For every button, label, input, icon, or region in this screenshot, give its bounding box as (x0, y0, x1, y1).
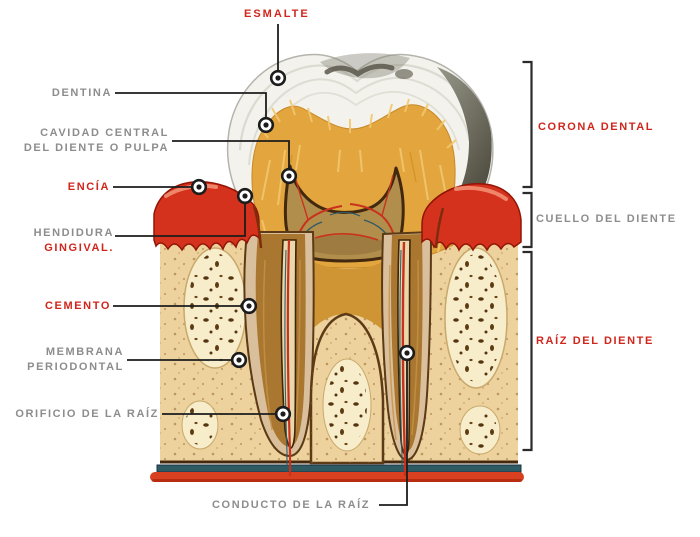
label-cemento: CEMENTO (44, 300, 111, 312)
label-dentina: DENTINA (51, 87, 112, 99)
dot-esmalte (269, 69, 287, 87)
label-membrana-line1: MEMBRANA (45, 346, 124, 358)
label-membrana-periodontal: MEMBRANA PERIODONTAL (27, 345, 124, 375)
label-cavidad-line1: CAVIDAD CENTRAL (40, 127, 169, 139)
leader-lines (113, 24, 408, 506)
label-membrana-line2: PERIODONTAL (27, 361, 124, 373)
label-hendidura-line2: GINGIVAL. (44, 242, 114, 254)
dot-cavidad (280, 167, 298, 185)
label-esmalte: ESMALTE (244, 8, 310, 20)
dot-membrana (230, 351, 248, 369)
label-encia: ENCÍA (67, 181, 110, 193)
bottom-vessels (150, 460, 524, 482)
dot-hendidura (236, 187, 254, 205)
label-raiz-diente: RAÍZ DEL DIENTE (536, 335, 654, 347)
interradicular-bone (309, 312, 385, 465)
bracket-cuello (522, 191, 533, 249)
dot-cemento (240, 297, 258, 315)
left-gum (153, 180, 263, 252)
label-cavidad-line2: DEL DIENTE O PULPA (23, 142, 169, 154)
label-conducto-raiz: CONDUCTO DE LA RAÍZ (212, 499, 371, 511)
left-root (243, 231, 315, 476)
dot-orificio (274, 405, 292, 423)
label-hendidura-gingival: HENDIDURA GINGIVAL. (34, 226, 114, 256)
dot-conducto (398, 344, 416, 362)
label-corona-dental: CORONA DENTAL (538, 121, 655, 133)
section-brackets (522, 60, 533, 452)
label-hendidura-line1: HENDIDURA (33, 227, 114, 239)
label-orificio-raiz: ORIFICIO DE LA RAÍZ (15, 408, 159, 420)
label-cuello-diente: CUELLO DEL DIENTE (536, 213, 677, 225)
dot-encia (190, 178, 208, 196)
dot-dentina (257, 116, 275, 134)
bracket-corona (522, 60, 533, 189)
marker-dots (190, 69, 416, 423)
label-cavidad-central: CAVIDAD CENTRAL DEL DIENTE O PULPA (24, 126, 169, 156)
right-gum (421, 183, 522, 252)
bracket-raiz (522, 250, 533, 452)
